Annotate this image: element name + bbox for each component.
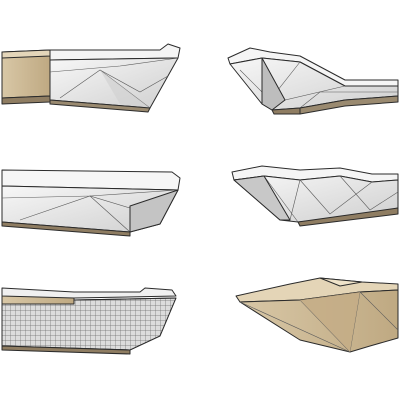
reception-desk-4 (231, 165, 399, 227)
reception-desk-5 (1, 287, 177, 355)
reception-desk-2 (227, 47, 399, 115)
reception-desk-3 (1, 169, 181, 237)
reception-desk-1 (1, 43, 181, 113)
reception-desk-6 (235, 277, 399, 353)
